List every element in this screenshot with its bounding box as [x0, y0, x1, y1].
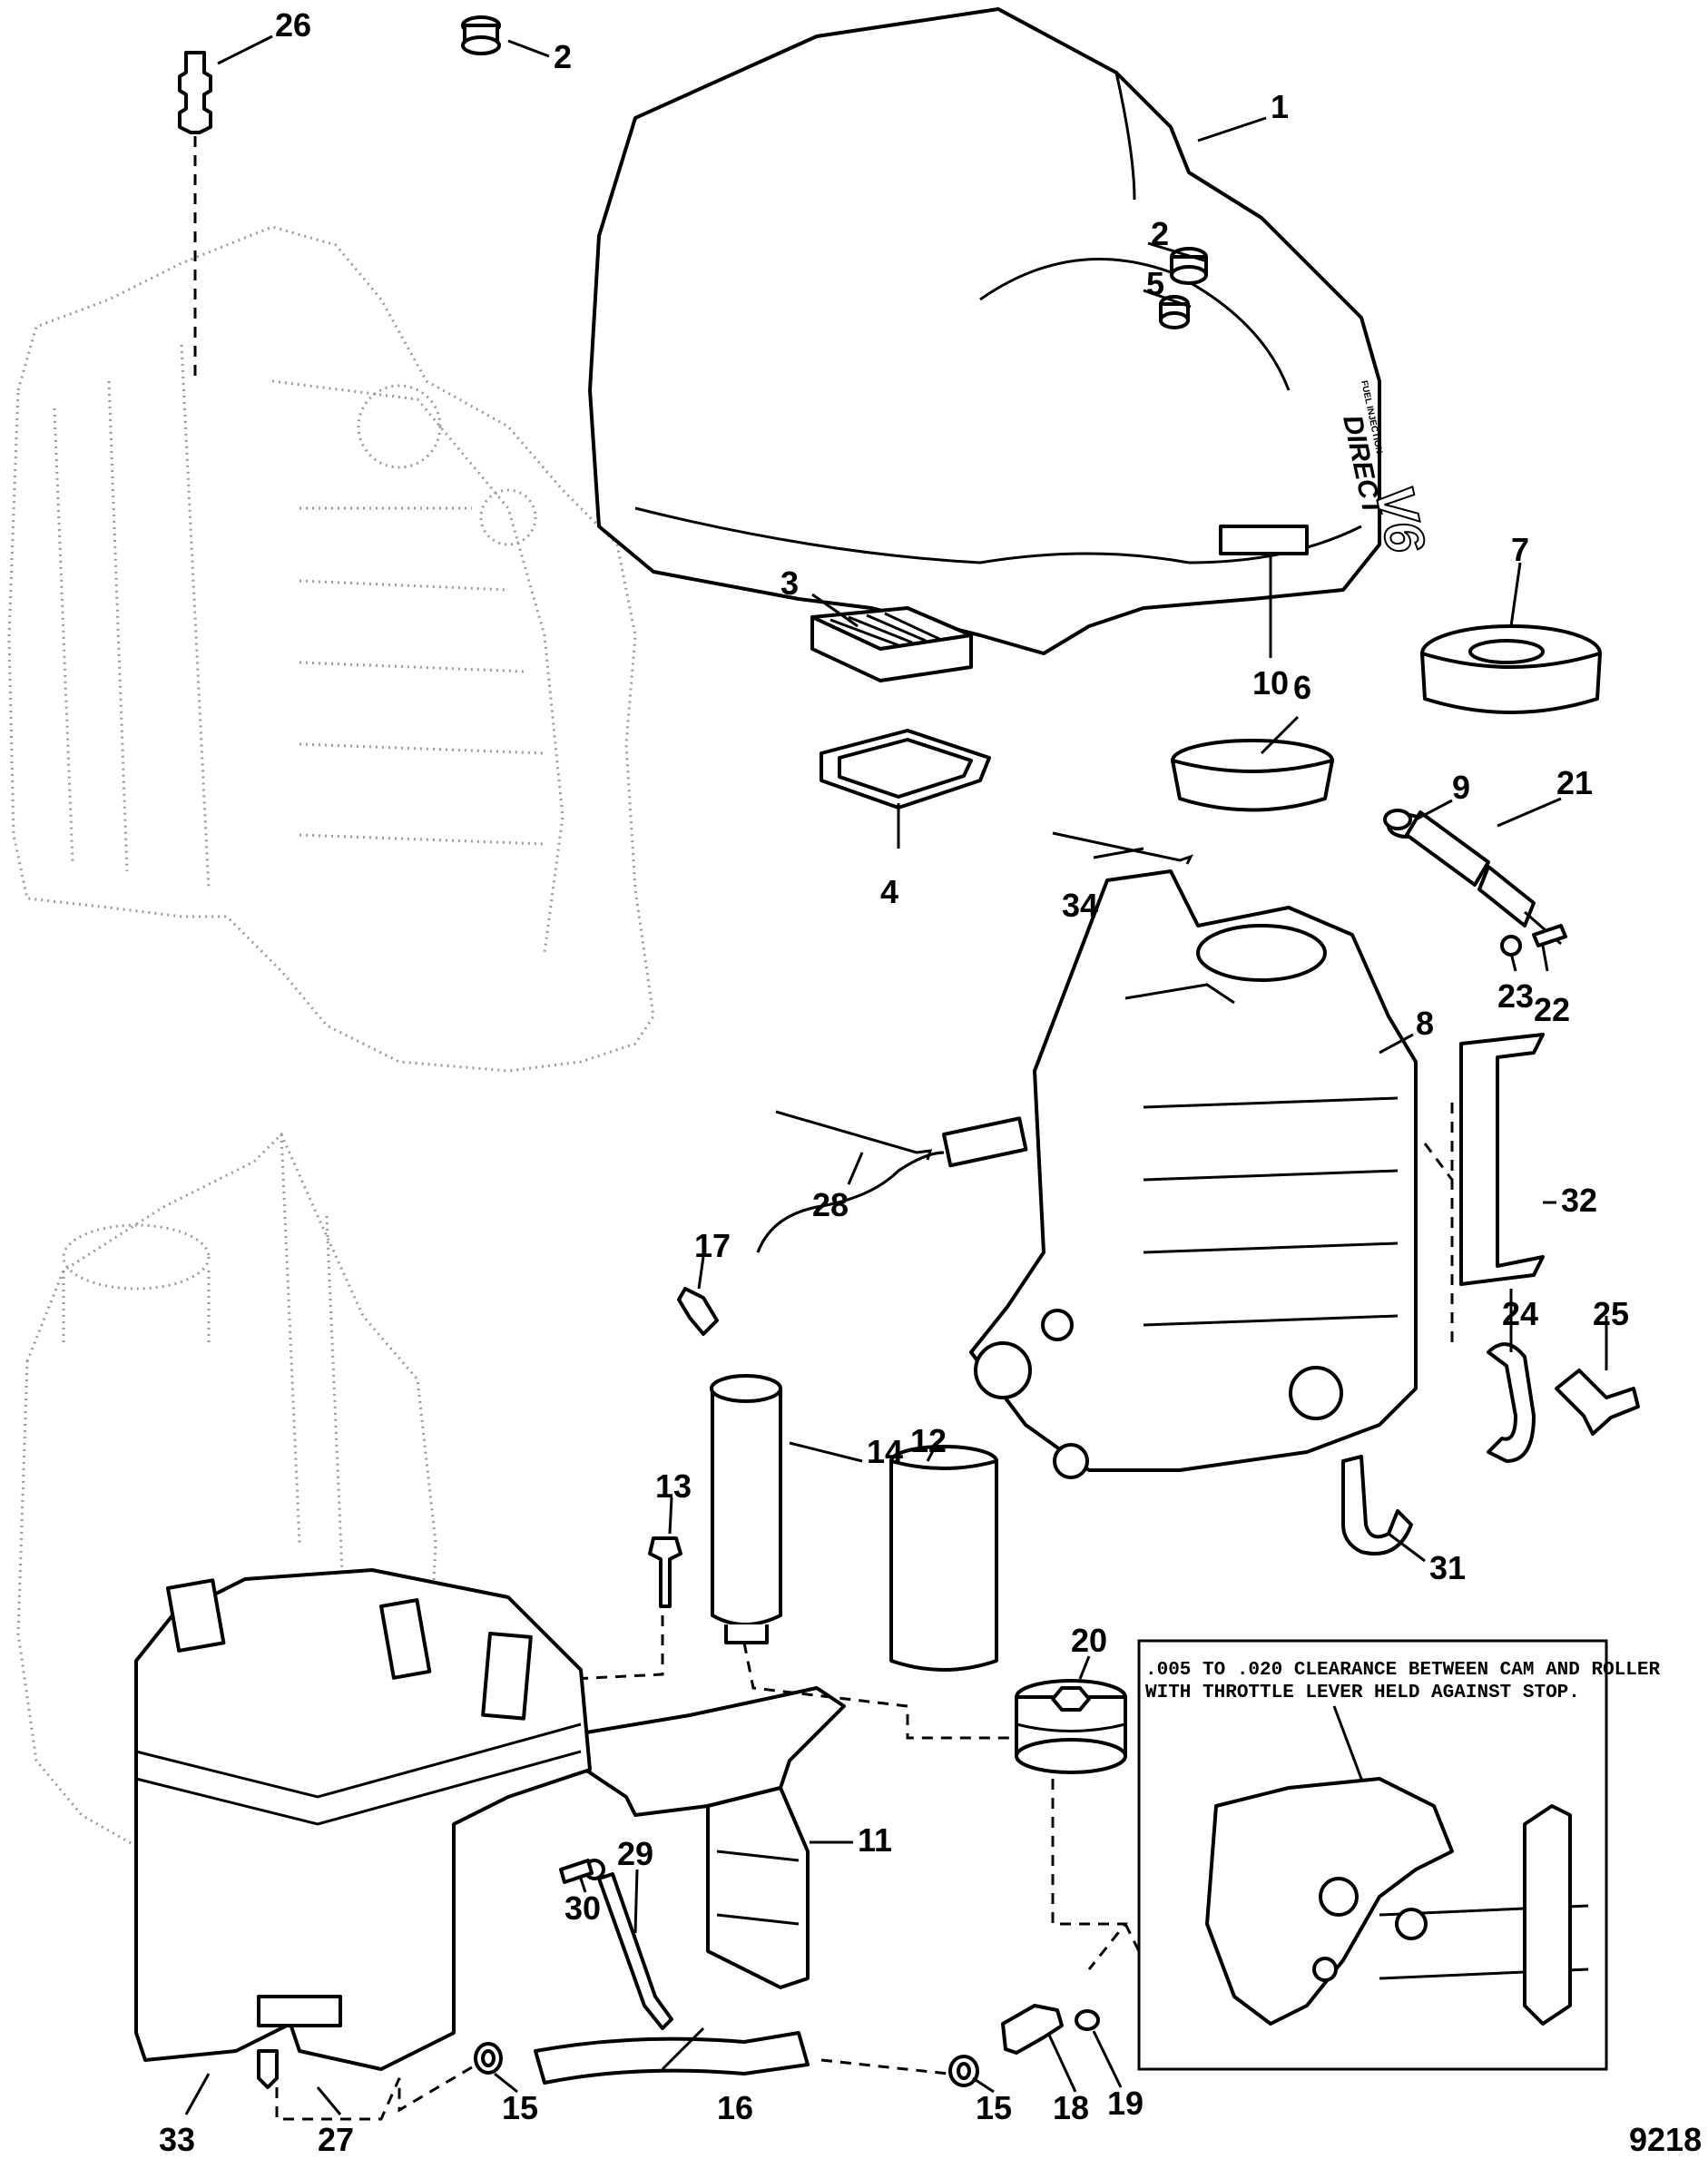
o-ring-19 [1075, 2009, 1100, 2031]
dash-hose-line [275, 2058, 949, 2121]
screw-22 [1532, 924, 1567, 947]
screw-30 [559, 1859, 594, 1884]
cable-tie-28 [775, 1110, 933, 1161]
callout-12: 12 [910, 1422, 947, 1459]
sleeve-12 [889, 1445, 998, 1672]
engine-lower-outline [16, 1132, 437, 1871]
grommet-5 [1159, 295, 1190, 329]
callout-13: 13 [655, 1467, 692, 1505]
bracket-11 [570, 1686, 846, 1989]
ground-strap-29 [597, 1872, 673, 2030]
clamp-15-left [474, 2042, 503, 2075]
callout-19: 19 [1107, 2085, 1144, 2122]
callout-6: 6 [1293, 669, 1311, 706]
dash-grommet-fitting [1051, 1779, 1145, 1970]
callout-15-right: 15 [976, 2089, 1012, 2126]
clamp-15-right [948, 2055, 979, 2087]
callout-9: 9 [1452, 769, 1470, 806]
callout-32: 32 [1561, 1182, 1597, 1219]
inset-note-line1: .005 TO .020 CLEARANCE BETWEEN CAM AND R… [1145, 1660, 1660, 1681]
washer-23 [1500, 935, 1522, 957]
callout-7: 7 [1511, 531, 1529, 568]
callout-26: 26 [275, 6, 311, 44]
gasket-4 [820, 729, 991, 810]
callout-20: 20 [1071, 1622, 1107, 1659]
o-ring-9 [1383, 809, 1412, 830]
engine-block-outline [7, 225, 655, 1073]
callout-14: 14 [867, 1433, 903, 1470]
callout-10: 10 [1252, 664, 1289, 702]
sensor-21 [1387, 810, 1562, 946]
fitting-18 [1001, 2004, 1064, 2055]
callout-27: 27 [318, 2121, 354, 2158]
callout-28: 28 [812, 1186, 849, 1223]
callout-18: 18 [1053, 2089, 1089, 2126]
screw-13 [648, 1536, 682, 1608]
callout-33: 33 [159, 2121, 195, 2158]
callout-2-top: 2 [554, 38, 572, 75]
grommet-20 [1015, 1679, 1127, 1774]
fitting-26 [178, 51, 212, 381]
callout-5: 5 [1146, 265, 1164, 302]
throttle-inset-panel: .005 TO .020 CLEARANCE BETWEEN CAM AND R… [1137, 1639, 1660, 2071]
vapor-separator-33 [134, 1568, 592, 2089]
grommet-2-top [461, 15, 501, 55]
callout-29: 29 [617, 1835, 653, 1872]
bracket-24 [1487, 1342, 1536, 1463]
callout-31: 31 [1429, 1549, 1466, 1586]
callout-4: 4 [880, 873, 898, 910]
callout-3: 3 [780, 564, 799, 602]
callout-15-left: 15 [502, 2089, 538, 2126]
plenum-housing-8 [969, 869, 1418, 1479]
callout-23: 23 [1497, 977, 1534, 1015]
adaptor-ring-6 [1171, 739, 1334, 812]
clip-32 [1459, 1033, 1545, 1286]
callout-21: 21 [1556, 764, 1593, 801]
engine-cover-1: DIRECT FUEL INJECTION V6 [588, 7, 1438, 655]
cable-tie-34 [1052, 831, 1193, 865]
clamp-31 [1341, 1455, 1413, 1555]
decal-10 [1219, 525, 1309, 555]
callout-30: 30 [564, 1889, 601, 1927]
callout-2-right: 2 [1151, 215, 1169, 252]
cover-brand-line3: V6 [1363, 480, 1437, 558]
callout-34: 34 [1062, 887, 1098, 924]
callout-25: 25 [1593, 1295, 1629, 1332]
callout-22: 22 [1534, 991, 1570, 1028]
callout-17: 17 [694, 1227, 731, 1264]
callouts: 26 2 1 2 5 3 7 10 6 9 21 4 34 23 22 8 28… [159, 6, 1702, 2158]
callout-16: 16 [717, 2089, 753, 2126]
air-filter-3 [810, 606, 973, 682]
grommet-2-right [1170, 247, 1208, 285]
inset-note-line2: WITH THROTTLE LEVER HELD AGAINST STOP. [1145, 1683, 1580, 1703]
hose-16 [534, 2031, 810, 2085]
fuel-pump-14 [710, 1116, 1028, 1644]
fitting-17 [677, 1287, 719, 1336]
callout-24: 24 [1502, 1295, 1538, 1332]
callout-8: 8 [1416, 1005, 1434, 1042]
screw-25 [1555, 1369, 1640, 1436]
cap-7 [1420, 624, 1602, 714]
callout-11: 11 [858, 1821, 892, 1859]
dash-to-clip [1423, 1103, 1454, 1343]
callout-1: 1 [1271, 88, 1289, 125]
figure-number: 9218 [1629, 2121, 1702, 2158]
leader-lines [184, 34, 1608, 2115]
